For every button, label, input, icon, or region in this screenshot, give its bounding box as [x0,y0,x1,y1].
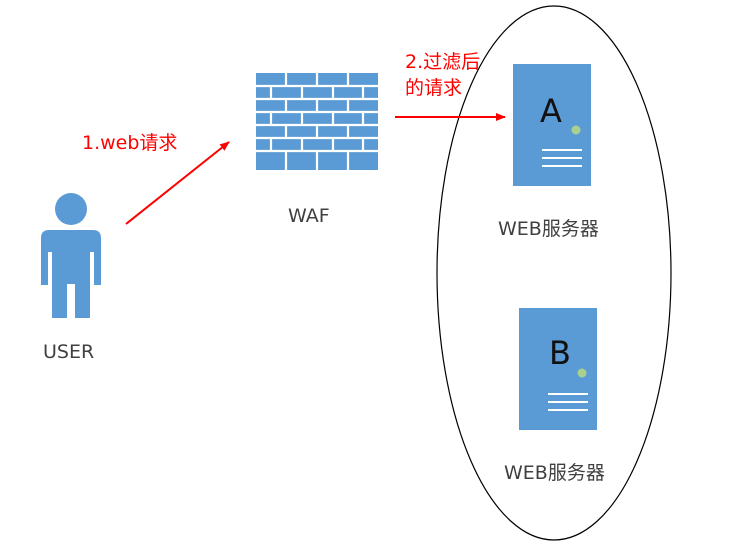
user-label: USER [43,341,95,363]
arrow-user-to-waf [125,141,230,225]
step-1-label: 1.web请求 [82,132,178,154]
server-a-label: WEB服务器 [498,218,599,240]
server-b-icon [519,308,597,430]
firewall-icon [256,73,378,170]
waf-label: WAF [288,205,330,227]
user-icon [41,193,101,318]
step-2-label-line1: 2.过滤后 [405,51,481,73]
step-2-label-line2: 的请求 [405,77,463,99]
server-a-letter: A [540,92,562,130]
server-group-ellipse [436,5,672,541]
server-b-label: WEB服务器 [504,462,605,484]
server-b-letter: B [549,334,571,372]
server-a-icon [513,64,591,186]
